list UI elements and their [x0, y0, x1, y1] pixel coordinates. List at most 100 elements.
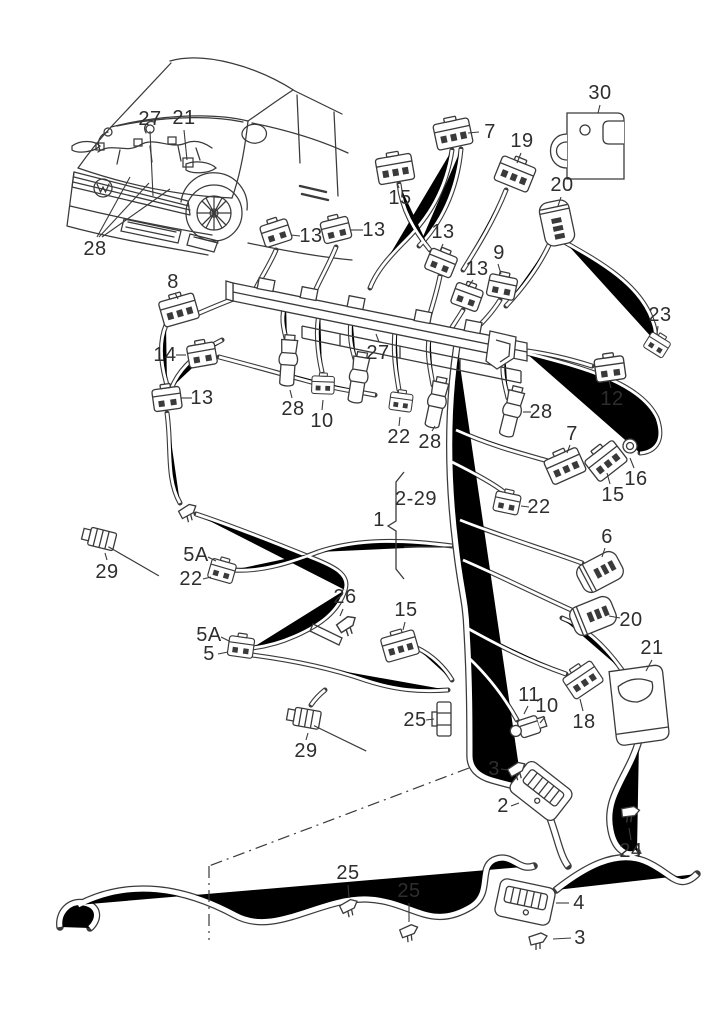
callout-5A: 5A [196, 624, 222, 646]
callout-23: 23 [648, 304, 671, 326]
callout-7: 7 [484, 121, 496, 143]
callout-28: 28 [281, 398, 304, 420]
leader-line [597, 104, 601, 114]
plug-s-connector [449, 277, 486, 313]
leader-line [467, 279, 474, 288]
callout-21: 21 [172, 107, 195, 129]
plug-l-connector [537, 197, 577, 249]
section-line [208, 767, 470, 867]
leader-line [174, 292, 179, 300]
callout-25: 25 [336, 862, 359, 884]
leader-line [608, 380, 612, 389]
leader-line [656, 325, 659, 335]
front-wheel [185, 184, 243, 242]
wiring-channel-rail [225, 276, 528, 384]
leader-line [579, 698, 584, 712]
plug-m-connector [156, 288, 201, 329]
cowl-connector [182, 157, 194, 168]
leader-line [339, 608, 344, 617]
callout-28: 28 [529, 401, 552, 423]
leader-line [645, 659, 653, 672]
callout-15: 15 [388, 187, 411, 209]
callout-22: 22 [527, 496, 550, 518]
callout-3: 3 [488, 758, 500, 780]
plug-m-connector [431, 112, 474, 152]
plug-s-connector [592, 350, 627, 384]
grille [71, 171, 191, 216]
callout-13: 13 [431, 221, 454, 243]
leader-line [497, 263, 502, 275]
plug-m-connector [378, 625, 421, 664]
leader-line [425, 718, 435, 721]
callout-6: 6 [601, 526, 613, 548]
headlight-right [185, 161, 217, 174]
leader-line [289, 389, 293, 399]
leader-line [96, 176, 131, 238]
callout-29: 29 [294, 740, 317, 762]
plug-s-connector [257, 213, 294, 249]
cover-connector [606, 663, 673, 747]
callout-13: 13 [362, 219, 385, 241]
callout-2-29: 2-29 [395, 488, 437, 510]
callout-25: 25 [403, 709, 426, 731]
bracket-connector [431, 701, 452, 737]
main-trunk [447, 344, 523, 791]
leader-line [98, 182, 150, 238]
leader-line [183, 129, 188, 161]
callout-13: 13 [465, 258, 488, 280]
leader-line [500, 768, 509, 771]
plug-s-connector [642, 328, 674, 359]
plug-m-connector [373, 148, 416, 186]
callout-26: 26 [333, 586, 356, 608]
annotations-extra [208, 471, 470, 940]
callout-16: 16 [624, 468, 647, 490]
group-bracket [386, 471, 405, 580]
tie-connector [76, 524, 168, 577]
plug-m-connector [540, 442, 588, 486]
callout-9: 9 [493, 242, 505, 264]
callout-14: 14 [153, 344, 176, 366]
callout-10: 10 [535, 695, 558, 717]
callout-2: 2 [497, 795, 509, 817]
plug-m-connector [492, 150, 539, 194]
callout-22: 22 [179, 568, 202, 590]
leader-line [402, 621, 406, 631]
callout-27: 27 [138, 108, 161, 130]
clip-connector [398, 923, 420, 944]
leader-line [202, 576, 212, 580]
plug-m-connector [559, 656, 605, 701]
callout-5: 5 [203, 643, 215, 665]
plug-s-connector [150, 381, 184, 413]
callout-10: 10 [310, 410, 333, 432]
callout-28: 28 [83, 238, 106, 260]
leader-line [149, 130, 154, 197]
vw-logo [93, 178, 113, 198]
engine-bay-harness [97, 140, 213, 153]
leader-line [101, 188, 171, 238]
boot-connector [496, 383, 528, 440]
plug-s-connector [318, 211, 353, 245]
leader-line [398, 416, 401, 427]
callout-1: 1 [373, 509, 385, 531]
leader-line [516, 152, 522, 164]
leader-line [347, 884, 350, 899]
leader-line [539, 716, 546, 724]
leader-line [396, 182, 400, 189]
callout-24: 24 [619, 840, 642, 862]
leader-line [375, 333, 380, 343]
leader-line [321, 399, 324, 411]
leader-line [566, 444, 571, 454]
callout-18: 18 [572, 711, 595, 733]
leader-line [510, 802, 520, 807]
plug-m-connector [580, 435, 629, 483]
plug-s-connector [184, 337, 219, 369]
leader-line [431, 425, 436, 432]
callout-7: 7 [566, 423, 578, 445]
vehicle-inset [66, 57, 353, 261]
callout-19: 19 [510, 130, 533, 152]
callout-5A: 5A [183, 544, 209, 566]
leader-line [520, 505, 530, 508]
